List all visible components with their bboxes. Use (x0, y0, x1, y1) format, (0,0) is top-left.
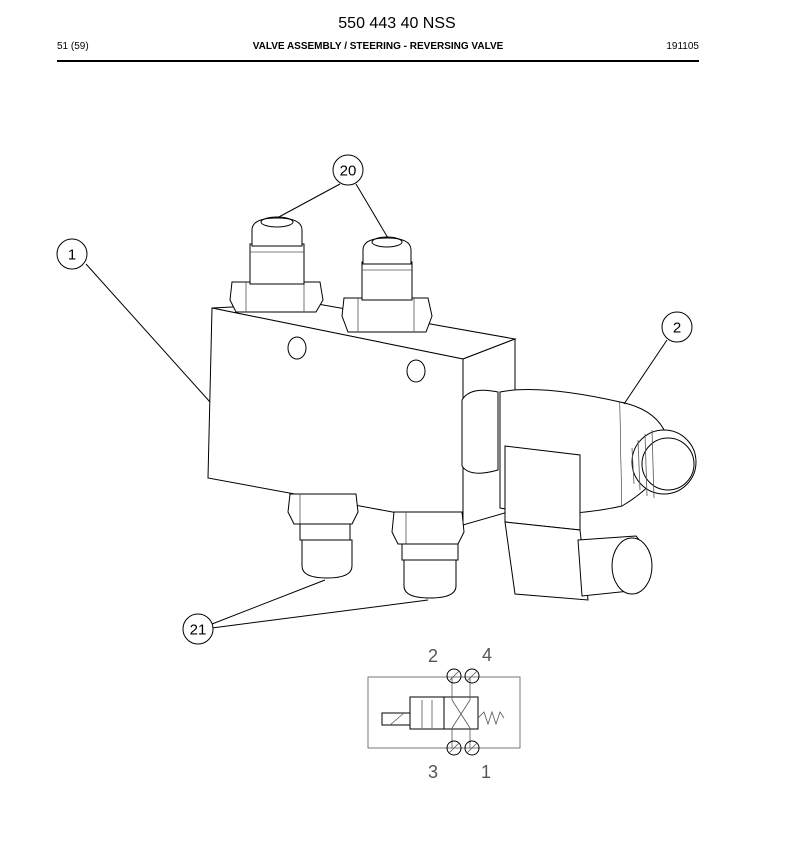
callout-21: 21 (182, 613, 214, 645)
port-label: 4 (482, 645, 492, 665)
leader-line-20 (355, 183, 389, 239)
header-rule (57, 60, 699, 62)
page-reference: 51 (59) (57, 41, 89, 52)
svg-text:20: 20 (340, 163, 357, 180)
leader-line-21 (211, 579, 326, 625)
port-label: 1 (481, 762, 491, 782)
leader-line-20 (276, 183, 341, 219)
solenoid-actuator (461, 389, 697, 601)
callout-20: 20 (332, 154, 364, 186)
top-fitting-right (341, 236, 433, 333)
mounting-hole (287, 336, 307, 360)
leader-line-2 (623, 339, 668, 405)
bottom-fitting-right (391, 511, 465, 599)
bottom-fitting-left (287, 493, 359, 579)
hydraulic-schematic: 2 4 3 1 (367, 645, 521, 782)
header-row: VALVE ASSEMBLY / STEERING - REVERSING VA… (57, 41, 699, 57)
callout-1: 1 (56, 238, 88, 270)
date-code: 191105 (666, 41, 699, 52)
section-title: VALVE ASSEMBLY / STEERING - REVERSING VA… (252, 41, 504, 52)
callout-2: 2 (661, 311, 693, 343)
port-label: 3 (428, 762, 438, 782)
mounting-hole (406, 359, 426, 383)
svg-text:2: 2 (673, 320, 681, 337)
top-fitting-left (229, 216, 324, 313)
document-number: 550 443 40 NSS (338, 15, 456, 32)
leader-line-1 (85, 263, 211, 403)
svg-text:1: 1 (68, 247, 76, 264)
leader-line-21 (211, 599, 429, 629)
port-label: 2 (428, 646, 438, 666)
svg-text:21: 21 (190, 622, 207, 639)
